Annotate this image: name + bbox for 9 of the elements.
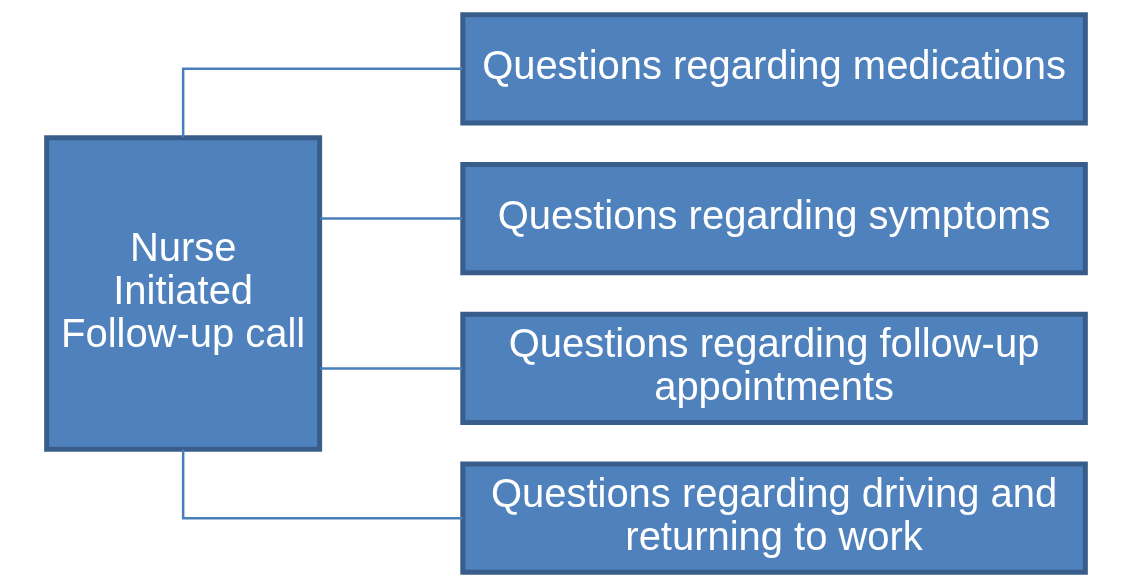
node-box: Nurse Initiated Follow-up call <box>43 135 322 452</box>
connector <box>181 449 463 520</box>
connector <box>319 217 462 220</box>
connector <box>319 367 462 370</box>
node-box: Questions regarding symptoms <box>459 162 1088 276</box>
node-box: Questions regarding driving and returning to work <box>459 461 1088 575</box>
node-box: Questions regarding follow-up appointments <box>459 311 1088 425</box>
node-box: Questions regarding medications <box>459 12 1088 126</box>
connector <box>181 67 463 138</box>
